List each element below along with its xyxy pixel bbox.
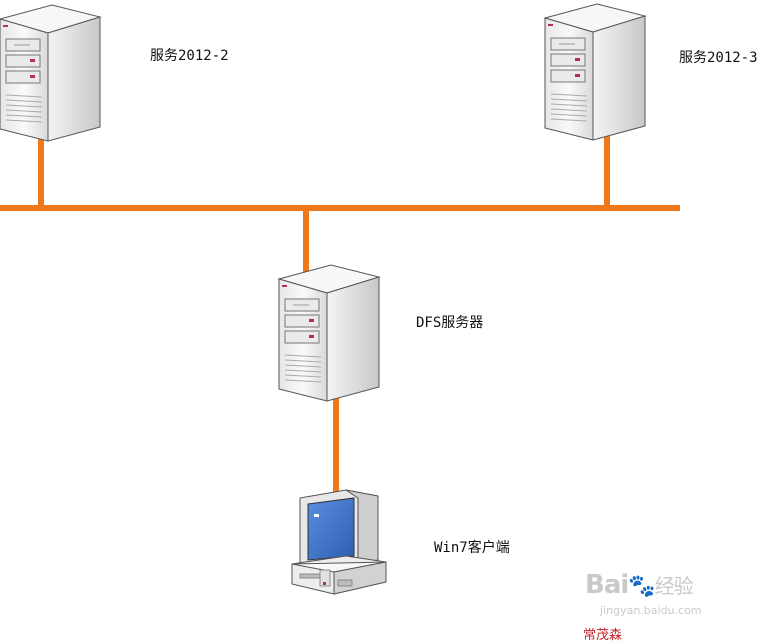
dfs-server-label: DFS服务器: [416, 315, 484, 331]
client-computer-icon[interactable]: [291, 489, 387, 595]
author-label: 常茂森: [583, 628, 623, 643]
watermark-brand-cn: 经验: [654, 574, 694, 598]
server-b-icon[interactable]: [544, 3, 646, 141]
server-a-label: 服务2012-2: [150, 48, 229, 64]
watermark-logo: Bai🐾经验: [585, 570, 694, 600]
watermark-url: jingyan.baidu.com: [600, 604, 702, 617]
server-a-icon[interactable]: [0, 4, 101, 142]
server-b-label: 服务2012-3: [679, 50, 758, 66]
watermark-brand: Bai: [585, 570, 629, 600]
paw-icon: 🐾: [628, 574, 655, 599]
client-label: Win7客户端: [434, 540, 510, 556]
dfs-server-icon[interactable]: [278, 264, 380, 402]
